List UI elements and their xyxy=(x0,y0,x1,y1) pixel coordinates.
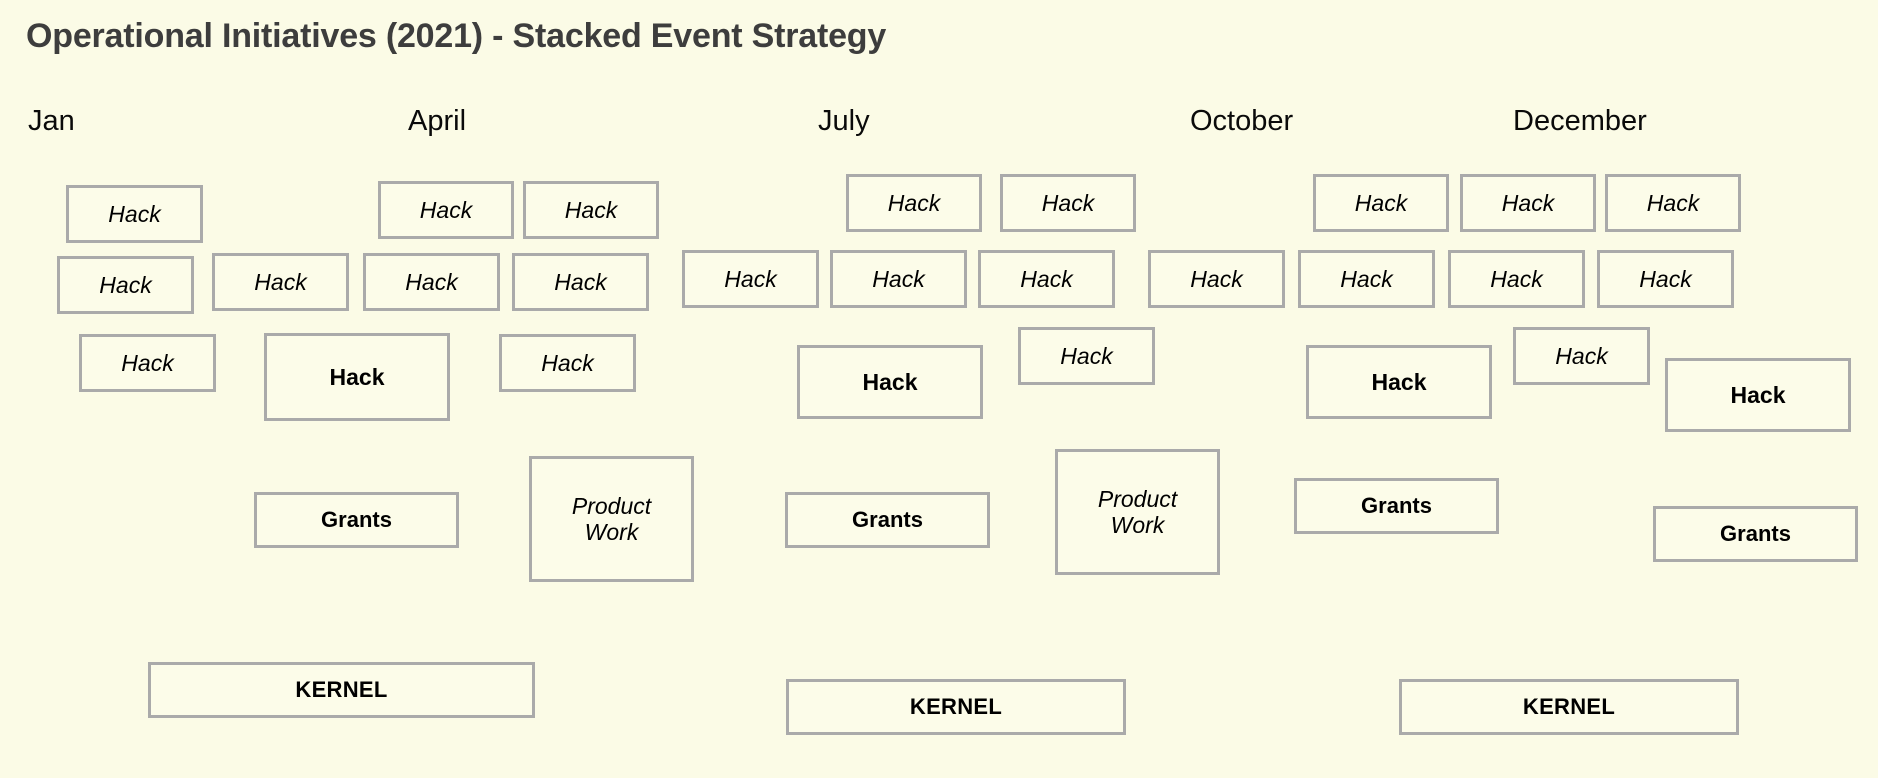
event-label: KERNEL xyxy=(295,677,388,703)
event-label: Hack xyxy=(554,268,607,295)
event-box-hack[interactable]: Hack xyxy=(499,334,636,392)
axis-label-jan: Jan xyxy=(28,105,75,137)
event-label: Hack xyxy=(541,349,594,376)
event-box-kernel[interactable]: KERNEL xyxy=(148,662,535,718)
event-label: Hack xyxy=(1041,189,1095,216)
event-label: Grants xyxy=(1361,493,1432,519)
event-label: Product Work xyxy=(1097,485,1178,538)
event-box-hack[interactable]: Hack xyxy=(1313,174,1449,232)
event-label: KERNEL xyxy=(1522,694,1616,720)
event-box-hack[interactable]: Hack xyxy=(1000,174,1136,232)
event-label: Hack xyxy=(108,200,161,227)
event-label: Hack xyxy=(872,265,925,292)
event-label: Grants xyxy=(1720,521,1791,547)
axis-label-july: July xyxy=(818,105,870,137)
event-box-kernel[interactable]: KERNEL xyxy=(786,679,1126,735)
event-box-hack[interactable]: Hack xyxy=(66,185,203,243)
event-label: Hack xyxy=(405,268,458,295)
event-label: Hack xyxy=(1371,368,1427,395)
event-box-hack[interactable]: Hack xyxy=(512,253,649,311)
event-label: Grants xyxy=(852,507,923,533)
event-box-hack[interactable]: Hack xyxy=(797,345,983,419)
event-box-hack[interactable]: Hack xyxy=(978,250,1115,308)
event-label: Hack xyxy=(1646,189,1700,216)
page-title: Operational Initiatives (2021) - Stacked… xyxy=(26,17,887,55)
event-label: Hack xyxy=(1060,342,1113,369)
event-box-hack[interactable]: Hack xyxy=(1597,250,1734,308)
event-box-grants[interactable]: Grants xyxy=(1294,478,1499,534)
event-label: Hack xyxy=(1490,265,1543,292)
event-box-hack[interactable]: Hack xyxy=(846,174,982,232)
axis-label-december: December xyxy=(1513,105,1647,137)
event-box-hack[interactable]: Hack xyxy=(1306,345,1492,419)
event-label: Hack xyxy=(1340,265,1393,292)
event-label: Grants xyxy=(321,507,392,533)
event-label: Product Work xyxy=(571,492,652,545)
event-box-hack[interactable]: Hack xyxy=(363,253,500,311)
event-box-hack[interactable]: Hack xyxy=(378,181,514,239)
event-label: Hack xyxy=(1555,342,1608,369)
event-label: Hack xyxy=(1730,381,1786,408)
event-label: KERNEL xyxy=(909,694,1003,720)
event-label: Hack xyxy=(1354,189,1408,216)
event-label: Hack xyxy=(862,368,918,395)
event-label: Hack xyxy=(329,363,385,390)
event-label: Hack xyxy=(887,189,941,216)
event-label: Hack xyxy=(564,196,618,223)
event-box-hack[interactable]: Hack xyxy=(212,253,349,311)
event-box-hack[interactable]: Hack xyxy=(79,334,216,392)
event-label: Hack xyxy=(1190,265,1243,292)
event-label: Hack xyxy=(1020,265,1073,292)
axis-label-october: October xyxy=(1190,105,1294,137)
event-box-hack[interactable]: Hack xyxy=(264,333,450,421)
event-label: Hack xyxy=(419,196,473,223)
event-box-product-work[interactable]: Product Work xyxy=(529,456,694,582)
event-box-hack[interactable]: Hack xyxy=(1513,327,1650,385)
event-box-hack[interactable]: Hack xyxy=(1148,250,1285,308)
event-box-hack[interactable]: Hack xyxy=(57,256,194,314)
event-label: Hack xyxy=(254,268,307,295)
event-box-hack[interactable]: Hack xyxy=(1460,174,1596,232)
event-label: Hack xyxy=(99,271,152,298)
event-label: Hack xyxy=(724,265,777,292)
event-box-hack[interactable]: Hack xyxy=(523,181,659,239)
event-box-kernel[interactable]: KERNEL xyxy=(1399,679,1739,735)
axis-label-april: April xyxy=(408,105,467,137)
event-box-hack[interactable]: Hack xyxy=(1298,250,1435,308)
event-box-hack[interactable]: Hack xyxy=(1448,250,1585,308)
event-box-hack[interactable]: Hack xyxy=(830,250,967,308)
event-label: Hack xyxy=(121,349,174,376)
event-label: Hack xyxy=(1639,265,1692,292)
event-label: Hack xyxy=(1501,189,1555,216)
event-box-hack[interactable]: Hack xyxy=(682,250,819,308)
event-box-hack[interactable]: Hack xyxy=(1018,327,1155,385)
event-box-grants[interactable]: Grants xyxy=(1653,506,1858,562)
event-box-product-work[interactable]: Product Work xyxy=(1055,449,1220,575)
event-box-grants[interactable]: Grants xyxy=(254,492,459,548)
event-box-hack[interactable]: Hack xyxy=(1665,358,1851,432)
event-box-hack[interactable]: Hack xyxy=(1605,174,1741,232)
event-box-grants[interactable]: Grants xyxy=(785,492,990,548)
